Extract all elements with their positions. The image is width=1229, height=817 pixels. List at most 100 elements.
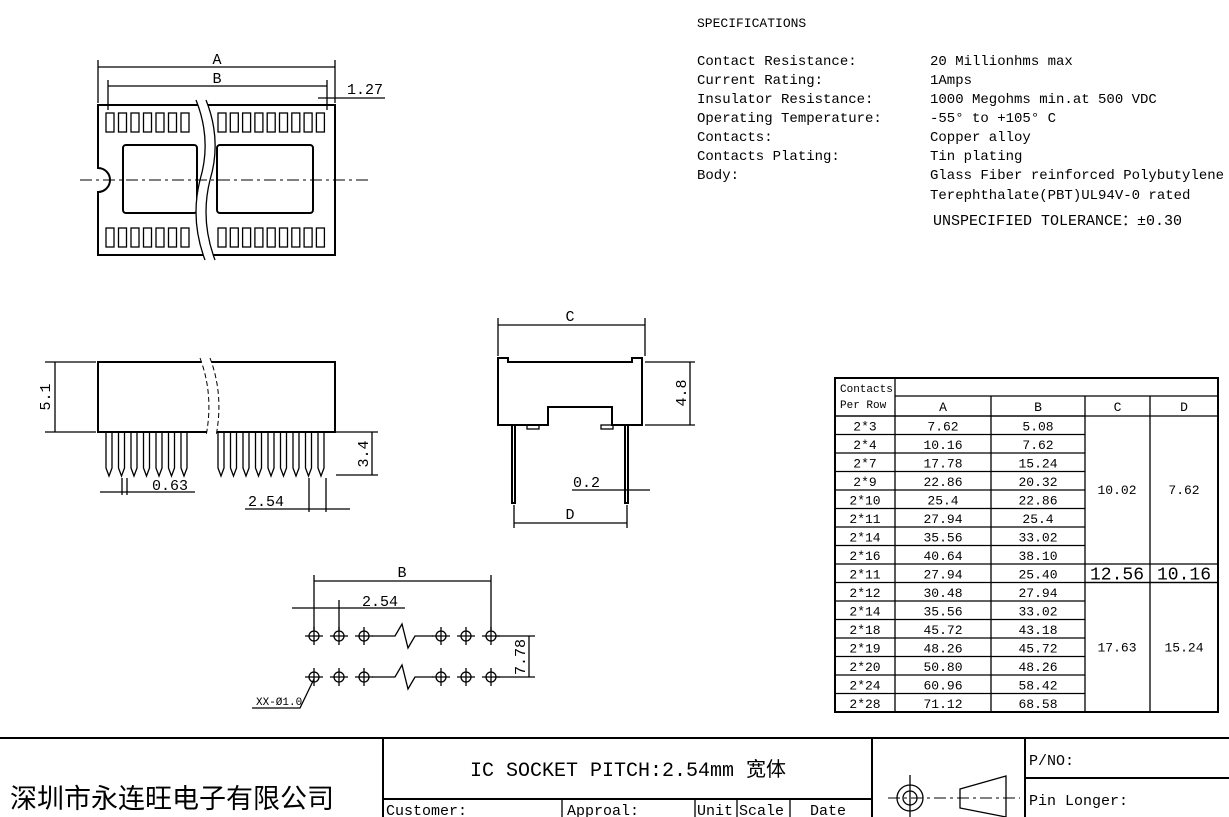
spec-label: Operating Temperature: xyxy=(697,111,882,127)
table-cell-contacts: 2*7 xyxy=(853,457,876,472)
contact-pad xyxy=(278,227,289,248)
spec-label: Contacts: xyxy=(697,130,773,146)
pin xyxy=(105,432,113,478)
date-label: Date xyxy=(810,803,846,817)
spec-value: Copper alloy xyxy=(930,130,1031,146)
spec-value: Glass Fiber reinforced Polybutylene xyxy=(930,168,1224,184)
dim-B-label: B xyxy=(212,71,221,88)
table-cell-A: 30.48 xyxy=(923,586,962,601)
contact-pad xyxy=(105,227,115,248)
table-cell-A: 10.16 xyxy=(923,438,962,453)
table-cell-B: 7.62 xyxy=(1022,438,1053,453)
tolerance-note: UNSPECIFIED TOLERANCE：±0.30 xyxy=(933,213,1182,230)
spec-value: -55° to +105° C xyxy=(930,111,1056,127)
table-cell-A: 35.56 xyxy=(923,605,962,620)
contact-pad xyxy=(155,227,165,248)
table-cell-B: 38.10 xyxy=(1018,549,1057,564)
spec-label: Current Rating: xyxy=(697,73,823,89)
pin xyxy=(292,432,300,478)
table-cell-contacts: 2*14 xyxy=(849,605,880,620)
pin xyxy=(117,432,126,478)
table-cell-B: 25.4 xyxy=(1022,512,1053,527)
pin xyxy=(317,432,325,478)
dim-0.2-label: 0.2 xyxy=(573,475,600,492)
contact-pad xyxy=(217,112,227,133)
projection-symbol-icon xyxy=(888,775,1020,817)
table-cell-D: 10.16 xyxy=(1157,566,1211,586)
table-cell-B: 43.18 xyxy=(1018,623,1057,638)
table-cell-B: 22.86 xyxy=(1018,494,1057,509)
contact-pad xyxy=(167,227,178,248)
approval-label: Approal: xyxy=(567,803,639,817)
table-header-per-row: Per Row xyxy=(840,400,887,412)
contact-pad xyxy=(229,227,239,248)
table-cell-A: 35.56 xyxy=(923,531,962,546)
contact-pad xyxy=(155,112,165,133)
customer-label: Customer: xyxy=(386,803,467,817)
table-cell-B: 27.94 xyxy=(1018,586,1057,601)
company-name: 深圳市永连旺电子有限公司 xyxy=(10,784,334,815)
contact-pad xyxy=(117,112,128,133)
table-cell-B: 48.26 xyxy=(1018,660,1057,675)
spec-value: Tin plating xyxy=(930,149,1022,165)
scale-label: Scale xyxy=(739,803,784,817)
table-cell-A: 40.64 xyxy=(923,549,962,564)
table-cell-contacts: 2*4 xyxy=(853,438,877,453)
contact-pad xyxy=(303,112,313,133)
pno-label: P/NO: xyxy=(1029,753,1074,770)
table-cell-A: 22.86 xyxy=(923,475,962,490)
specs-title: SPECIFICATIONS xyxy=(697,16,806,31)
table-cell-A: 25.4 xyxy=(927,494,958,509)
table-cell-B: 45.72 xyxy=(1018,642,1057,657)
contact-pad xyxy=(254,227,264,248)
table-cell-contacts: 2*11 xyxy=(849,568,880,583)
table-cell-contacts: 2*3 xyxy=(853,420,876,435)
contact-pad xyxy=(291,227,301,248)
top-view-outline xyxy=(97,104,336,256)
table-cell-D: 7.62 xyxy=(1168,483,1199,498)
contact-pad xyxy=(142,112,153,133)
top-view: A B 1.27 xyxy=(80,52,385,261)
table-header-B: B xyxy=(1034,400,1042,415)
contact-pad xyxy=(315,112,326,133)
table-cell-contacts: 2*14 xyxy=(849,531,880,546)
contact-pad xyxy=(217,227,227,248)
table-header-C: C xyxy=(1114,400,1122,415)
spec-value: 20 Millionhms max xyxy=(930,54,1073,70)
pin xyxy=(229,432,238,478)
dim-0.63-label: 0.63 xyxy=(152,478,188,495)
table-cell-C: 12.56 xyxy=(1090,566,1144,586)
spec-label: Body: xyxy=(697,168,739,184)
end-pin-right xyxy=(624,424,629,504)
contact-pad xyxy=(117,227,128,248)
pin xyxy=(130,432,138,478)
dim-2.54-label: 2.54 xyxy=(248,494,284,511)
pin xyxy=(155,432,163,478)
table-cell-contacts: 2*11 xyxy=(849,512,880,527)
table-cell-B: 33.02 xyxy=(1018,531,1057,546)
pin xyxy=(142,432,151,478)
end-body xyxy=(497,357,643,426)
pin xyxy=(167,432,176,478)
pin xyxy=(279,432,288,478)
table-cell-contacts: 2*20 xyxy=(849,660,880,675)
table-cell-B: 15.24 xyxy=(1018,457,1057,472)
window-left xyxy=(122,144,198,214)
end-pin-left xyxy=(511,424,516,504)
pin xyxy=(217,432,225,478)
contact-pad xyxy=(278,112,289,133)
unit-label: Unit xyxy=(697,803,733,817)
pin-longer-label: Pin Longer: xyxy=(1029,793,1128,810)
table-cell-A: 27.94 xyxy=(923,512,962,527)
drawing-title: IC SOCKET PITCH:2.54mm 宽体 xyxy=(470,758,786,783)
table-cell-A: 45.72 xyxy=(923,623,962,638)
dim-7.78-label: 7.78 xyxy=(513,639,530,675)
table-cell-B: 25.40 xyxy=(1018,568,1057,583)
table-cell-A: 50.80 xyxy=(923,660,962,675)
table-cell-A: 7.62 xyxy=(927,420,958,435)
end-view: C 4.8 D 0.2 xyxy=(497,309,695,528)
table-cell-A: 27.94 xyxy=(923,568,962,583)
table-cell-A: 17.78 xyxy=(923,457,962,472)
table-cell-C: 17.63 xyxy=(1097,640,1136,655)
contact-pad xyxy=(291,112,301,133)
